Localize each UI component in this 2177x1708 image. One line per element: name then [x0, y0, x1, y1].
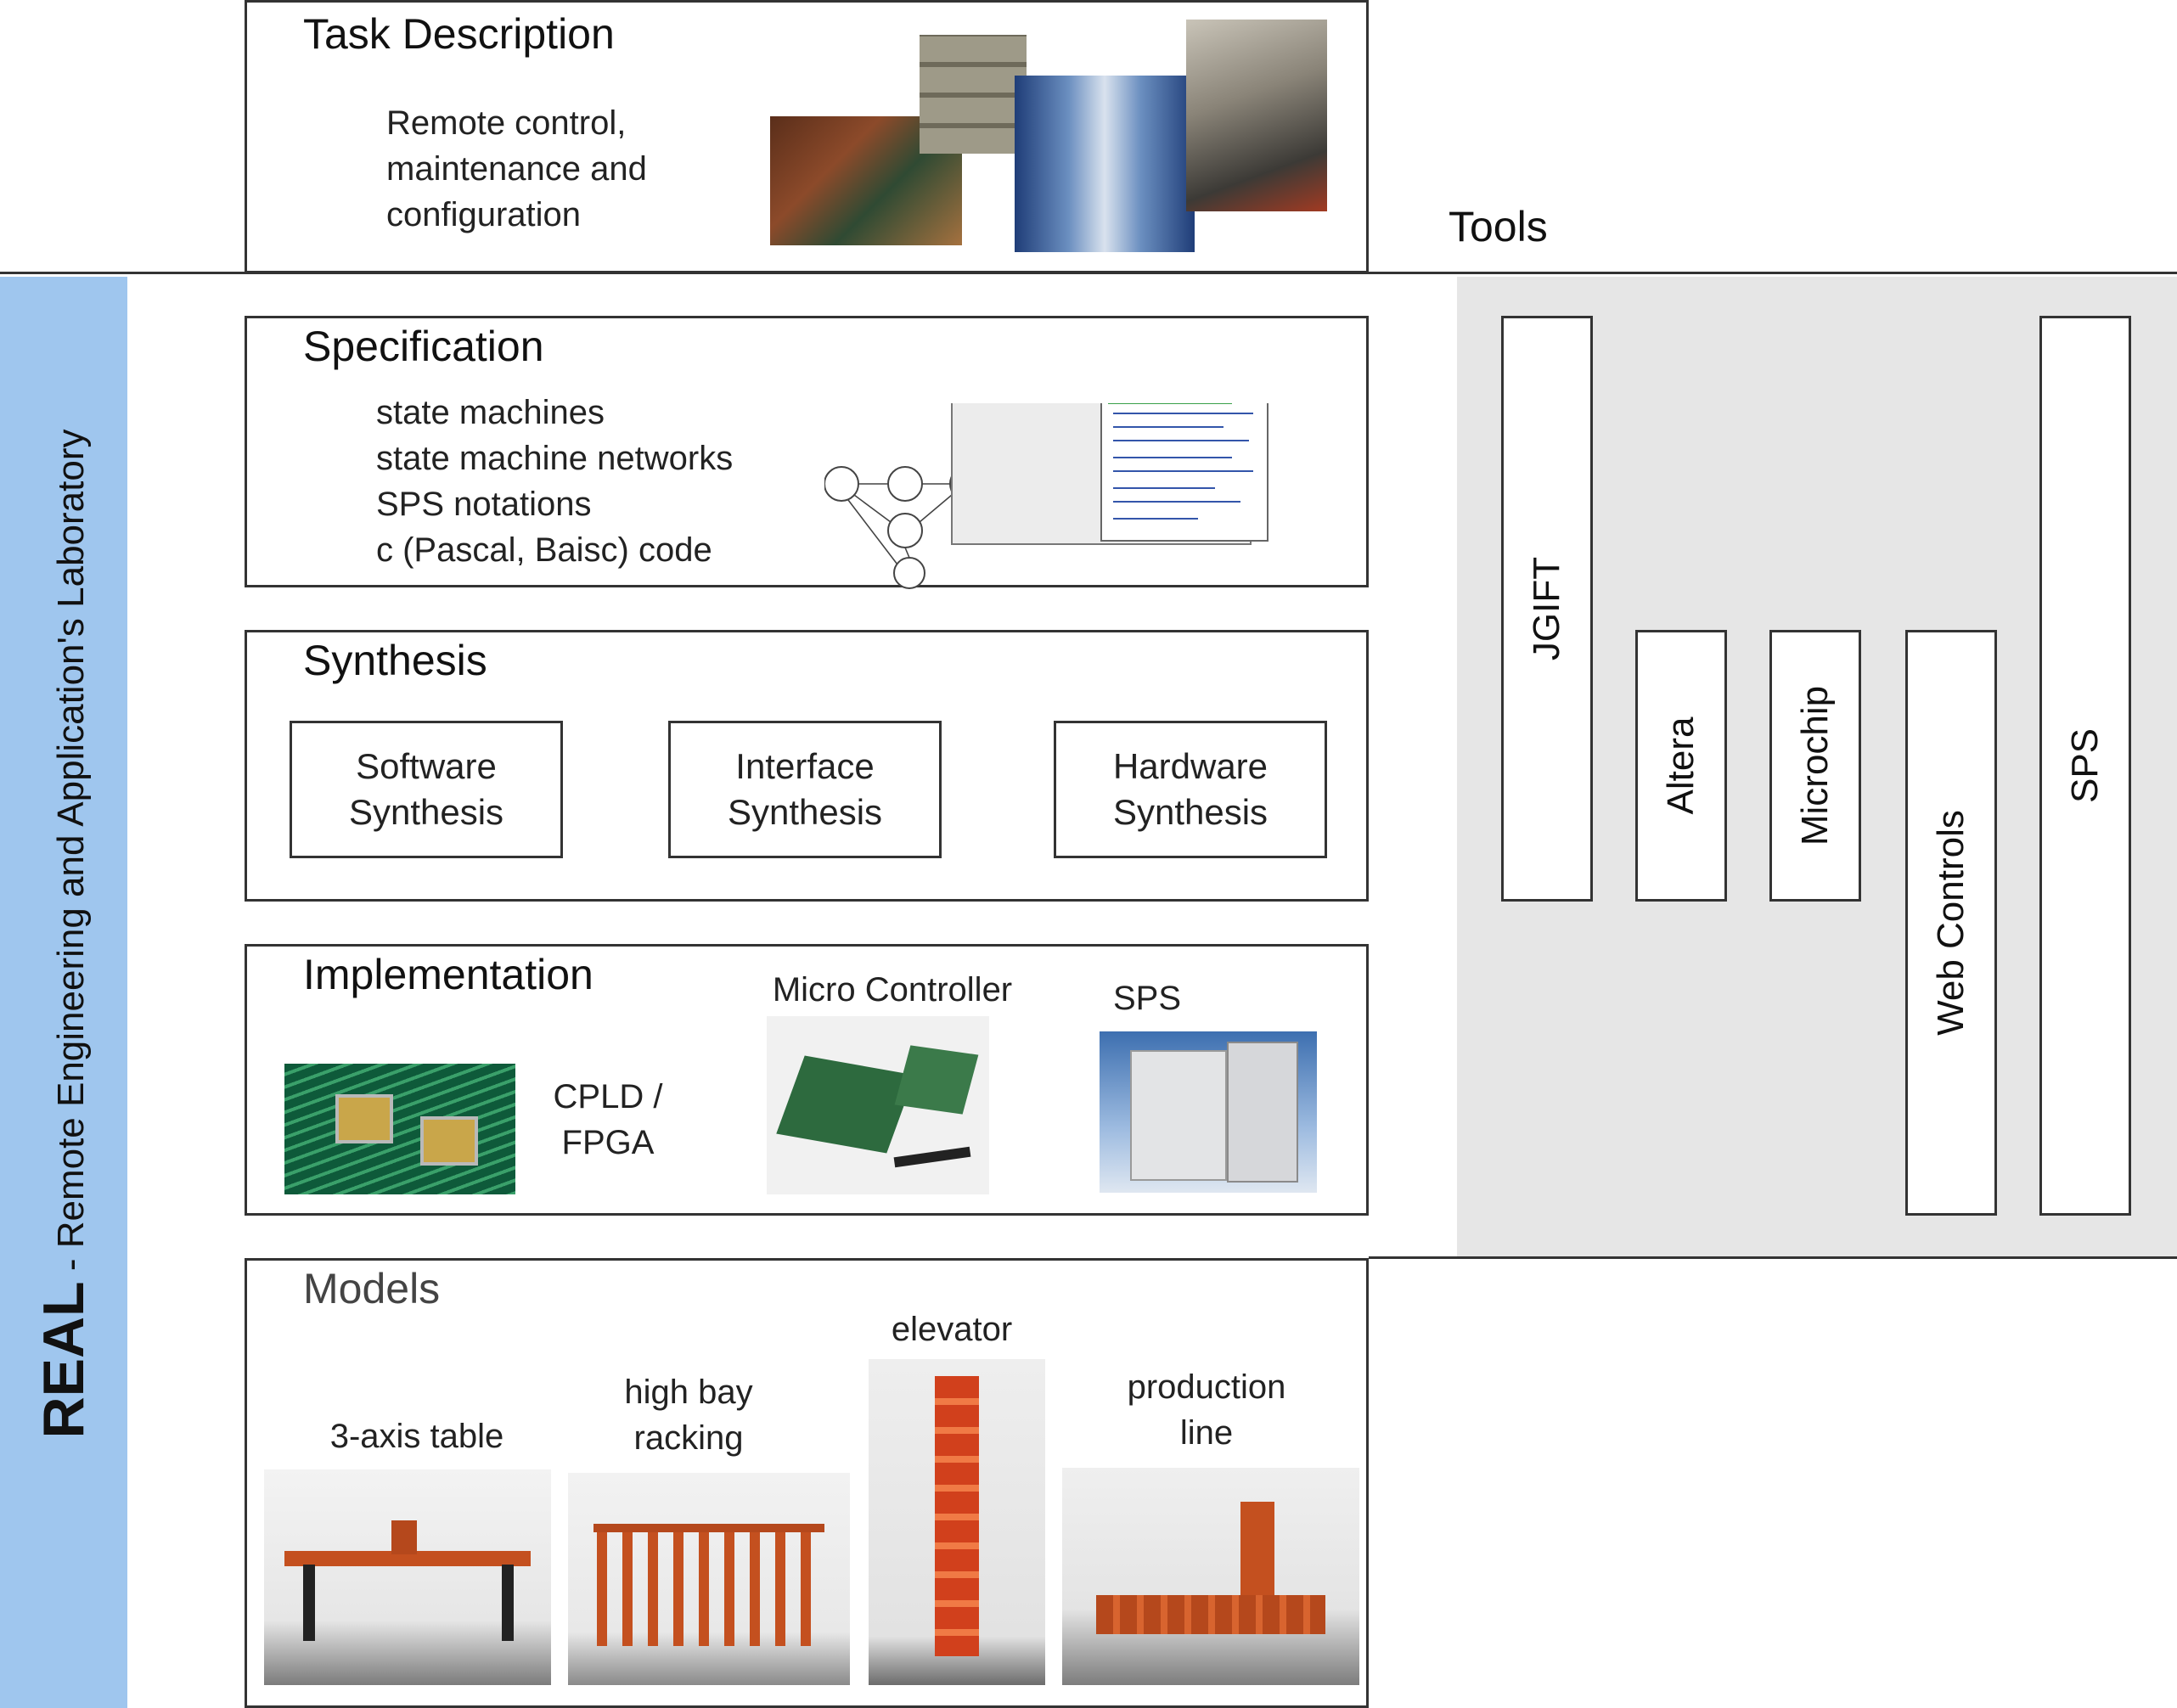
sidebar-label: REAL - Remote Engineering and Applicatio…	[31, 429, 97, 1438]
cpld-line: FPGA	[561, 1124, 655, 1161]
spec-line: SPS notations	[376, 486, 592, 523]
model-line: production	[1127, 1368, 1286, 1406]
models-box: Models 3-axis table high bay racking ele…	[245, 1258, 1369, 1708]
spec-line: state machines	[376, 394, 605, 431]
task-photo-building	[920, 35, 1027, 154]
sidebar-subtitle: - Remote Engineering and Application's L…	[50, 429, 92, 1282]
task-photo-control-panel	[1186, 20, 1327, 211]
specification-title: Specification	[303, 323, 544, 370]
tool-altera: Altera	[1635, 630, 1727, 902]
tool-sps-label: SPS	[2064, 728, 2106, 804]
sps-label: SPS	[1112, 980, 1182, 1017]
synthesis-title: Synthesis	[303, 637, 487, 684]
model-photo-high-bay-racking	[568, 1473, 850, 1685]
micro-controller-photo	[767, 1016, 989, 1194]
synth-line: Interface	[735, 746, 875, 786]
synth-line: Hardware	[1112, 746, 1269, 786]
micro-controller-label: Micro Controller	[772, 971, 1013, 1009]
synth-line: Synthesis	[727, 792, 883, 832]
tool-jgift-label: JGIFT	[1526, 556, 1567, 661]
synth-line: Software	[356, 746, 497, 786]
model-line: racking	[633, 1419, 744, 1457]
spec-line: state machine networks	[376, 440, 734, 477]
tool-altera-label: Altera	[1660, 716, 1702, 815]
sidebar-band	[0, 277, 127, 1708]
task-line: Remote control,	[386, 104, 627, 142]
model-label-high-bay-racking: high bay racking	[578, 1369, 799, 1461]
specification-text: state machines state machine networks SP…	[376, 390, 733, 573]
tools-bottom-divider	[1369, 1256, 2177, 1259]
tools-title: Tools	[1449, 203, 1548, 250]
model-label-3-axis-table: 3-axis table	[329, 1418, 504, 1455]
specification-box: Specification state machines state machi…	[245, 316, 1369, 589]
implementation-title: Implementation	[303, 951, 593, 998]
model-line: line	[1179, 1414, 1234, 1452]
model-photo-3-axis-table	[264, 1469, 551, 1685]
cpld-line: CPLD /	[553, 1078, 663, 1115]
task-title: Task Description	[303, 10, 615, 58]
tool-web-controls-label: Web Controls	[1930, 810, 1972, 1036]
task-photo-warehouse	[1015, 76, 1195, 252]
model-photo-production-line	[1062, 1468, 1359, 1685]
cpld-fpga-photo	[284, 1064, 515, 1194]
tool-sps: SPS	[2039, 316, 2131, 1216]
model-label-production-line: production line	[1096, 1364, 1317, 1456]
task-line: maintenance and	[386, 150, 647, 188]
synth-line: Synthesis	[1112, 792, 1269, 832]
spec-line: c (Pascal, Baisc) code	[376, 531, 712, 569]
sps-photo	[1100, 1031, 1317, 1193]
tool-microchip: Microchip	[1769, 630, 1861, 902]
task-text: Remote control, maintenance and configur…	[386, 100, 647, 238]
models-title: Models	[303, 1265, 441, 1312]
tool-web-controls: Web Controls	[1905, 630, 1997, 1216]
implementation-box: Implementation CPLD / FPGA Micro Control…	[245, 944, 1369, 1216]
tool-microchip-label: Microchip	[1794, 685, 1836, 846]
model-line: high bay	[624, 1374, 753, 1411]
state-machine-diagram	[824, 403, 1269, 589]
task-line: configuration	[386, 196, 582, 233]
cpld-fpga-label: CPLD / FPGA	[527, 1074, 689, 1166]
task-description-box: Task Description Remote control, mainten…	[245, 0, 1369, 273]
model-label-elevator: elevator	[891, 1311, 1013, 1348]
tool-jgift: JGIFT	[1501, 316, 1593, 902]
synth-line: Synthesis	[348, 792, 504, 832]
sidebar-brand: REAL	[31, 1281, 96, 1439]
model-photo-elevator	[869, 1359, 1045, 1685]
